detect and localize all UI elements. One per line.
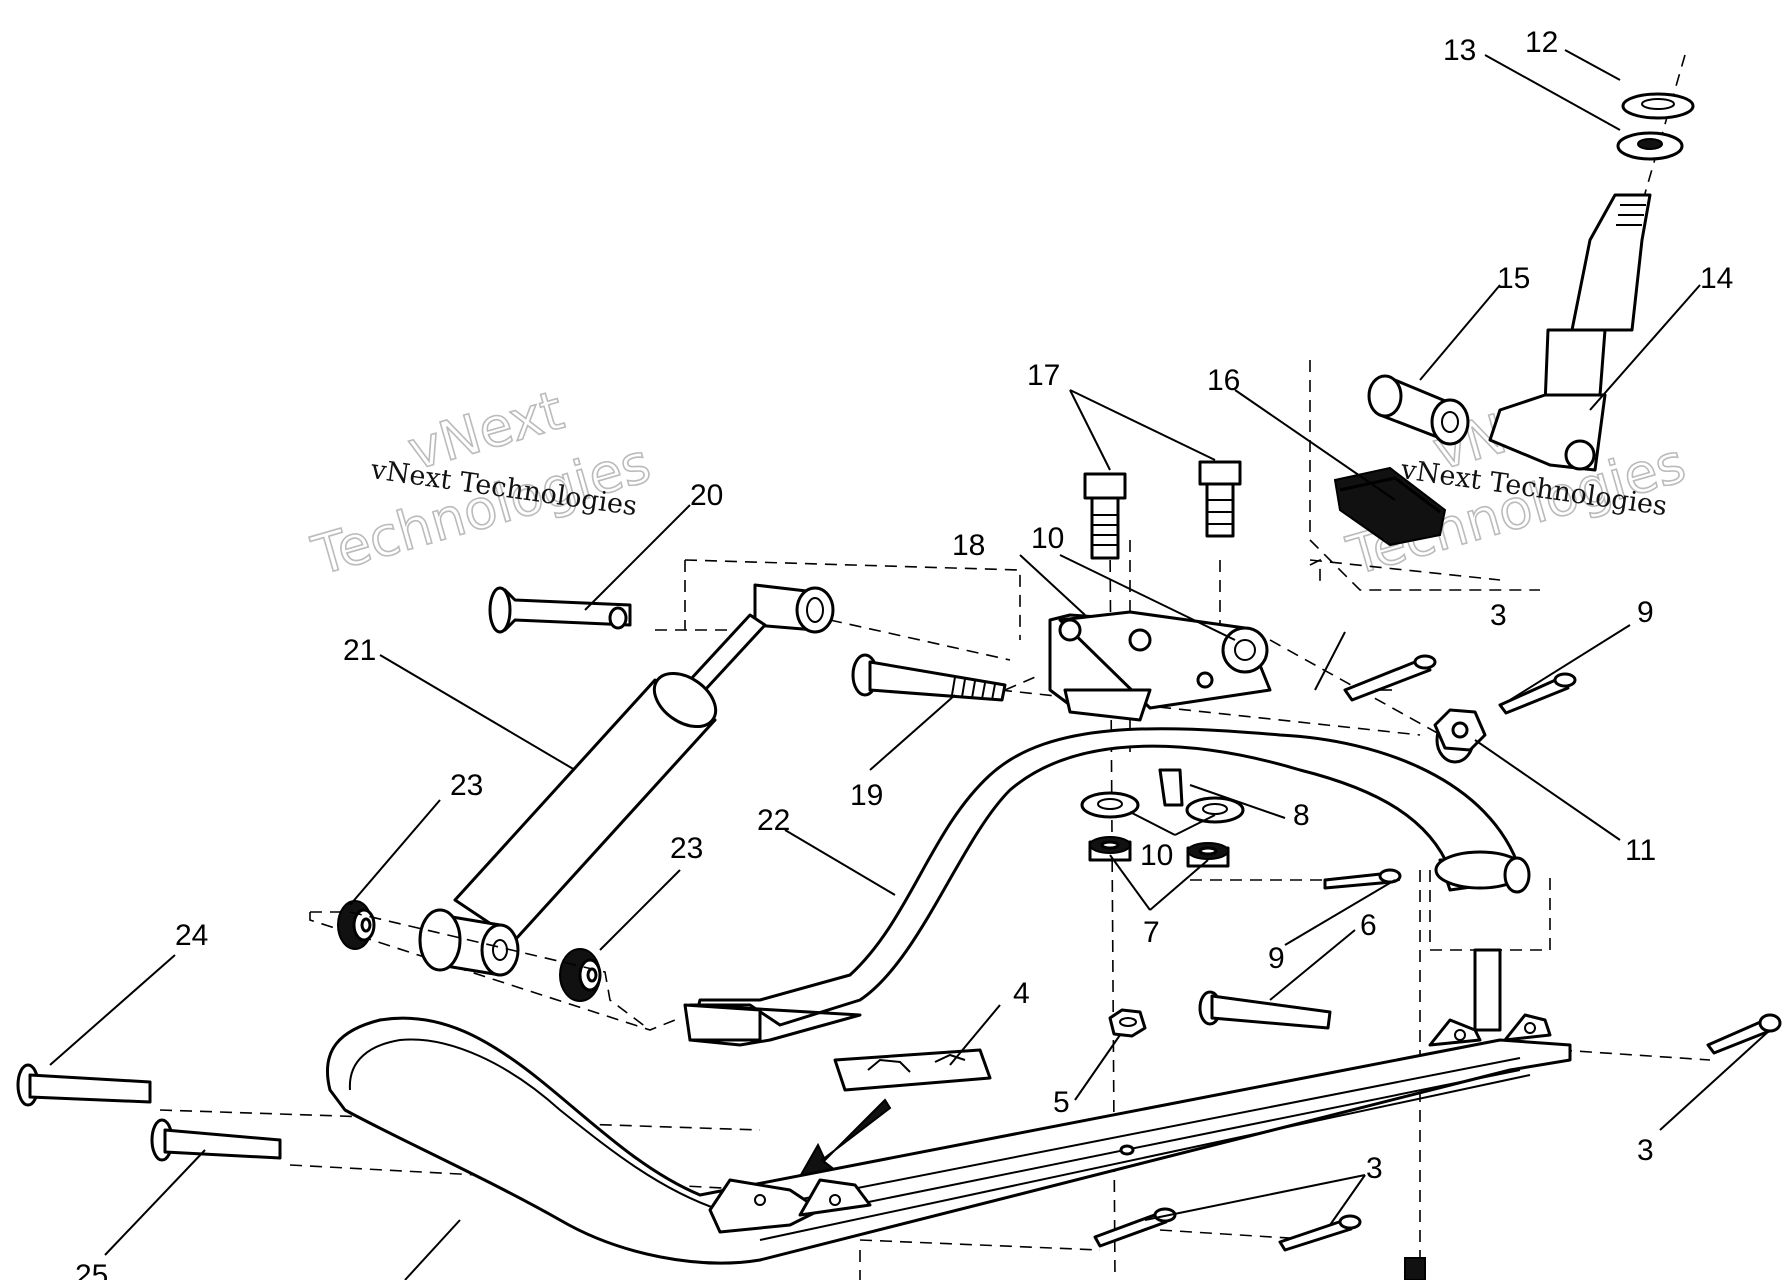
- rubber-bushings: [310, 900, 651, 1031]
- shock-absorber: [418, 583, 835, 977]
- callout-17: 17: [1027, 359, 1060, 392]
- callout-16: 16: [1207, 364, 1240, 397]
- callout-11: 11: [1625, 834, 1656, 867]
- watermark-left: vNext Technologies vNext Technologies: [304, 378, 657, 589]
- callout-3-bottom: 3: [1366, 1152, 1383, 1185]
- leaf-spring: [683, 727, 1531, 1047]
- callout-25: 25: [75, 1259, 108, 1280]
- callout-18: 18: [952, 529, 985, 562]
- callout-15: 15: [1497, 262, 1530, 295]
- callout-23-left: 23: [450, 769, 483, 802]
- callout-7: 7: [1143, 916, 1160, 949]
- callout-20: 20: [690, 479, 723, 512]
- callout-24: 24: [175, 919, 208, 952]
- callout-13: 13: [1443, 34, 1476, 67]
- spring-bracket: [1048, 610, 1272, 722]
- callout-numbers: 12 13 14 15 16 17 18 10 20 21 19 22 23 2…: [75, 26, 1733, 1280]
- callout-8: 8: [1293, 799, 1310, 832]
- callout-3-upper: 3: [1490, 599, 1507, 632]
- callout-4: 4: [1013, 977, 1030, 1010]
- callout-10-top: 10: [1031, 522, 1064, 555]
- callout-19: 19: [850, 779, 883, 812]
- callout-3-right: 3: [1637, 1134, 1654, 1167]
- pin-6: [1198, 990, 1332, 1030]
- bumper-pad: [1333, 466, 1447, 547]
- callout-6: 6: [1360, 909, 1377, 942]
- callout-5: 5: [1053, 1086, 1070, 1119]
- ski: [325, 948, 1572, 1280]
- callout-12: 12: [1525, 26, 1558, 59]
- bushing: [1367, 374, 1470, 446]
- bolts-17: [1083, 460, 1242, 560]
- callout-9-upper: 9: [1637, 596, 1654, 629]
- callout-21: 21: [343, 634, 376, 667]
- bolt-19: [851, 653, 1007, 702]
- callout-10-lower: 10: [1140, 839, 1173, 872]
- cotter-pins: [1093, 654, 1782, 1252]
- callout-23-right: 23: [670, 832, 703, 865]
- spindle: [1488, 92, 1695, 472]
- callout-22: 22: [757, 804, 790, 837]
- callout-9-lower: 9: [1268, 942, 1285, 975]
- nut-5: [1108, 1008, 1147, 1038]
- callout-14: 14: [1700, 262, 1733, 295]
- leader-lines: [49, 49, 1771, 1280]
- nut-11: [1433, 708, 1487, 752]
- pins-24-25: [16, 1063, 282, 1162]
